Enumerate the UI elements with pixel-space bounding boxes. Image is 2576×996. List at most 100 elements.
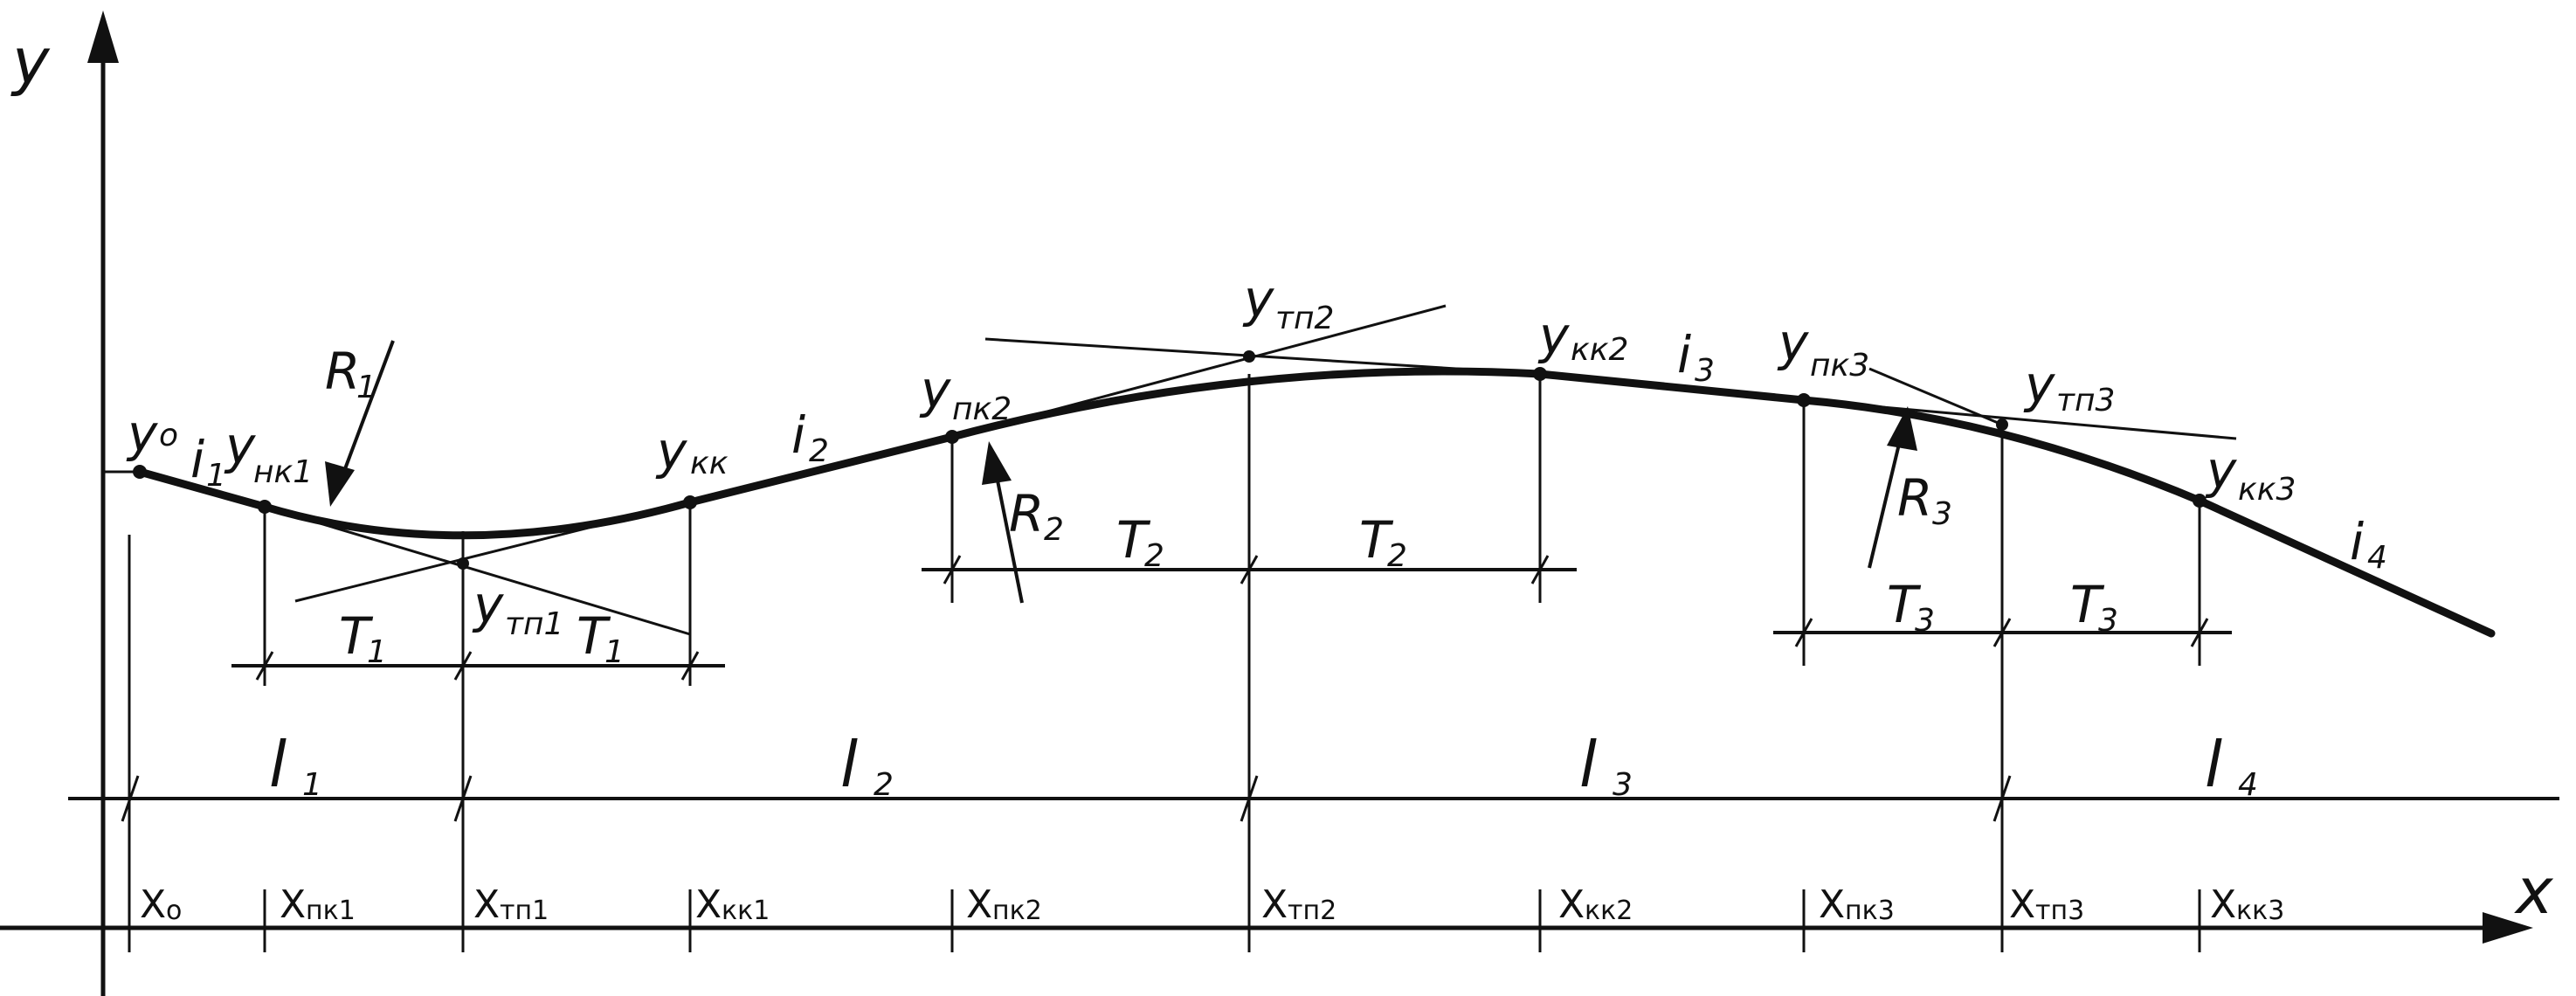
svg-text:X: X xyxy=(2210,882,2236,927)
point-label-ynk2: y пк2 xyxy=(919,360,1012,427)
radius-label-r1: R 1 xyxy=(325,342,376,405)
svg-text:X: X xyxy=(1819,882,1845,927)
vertical-curve-2 xyxy=(948,367,1544,441)
svg-text:кк3: кк3 xyxy=(2236,896,2284,926)
radius-arrow-r3-shaft xyxy=(1868,436,1903,569)
radius-arrow-r2-shaft xyxy=(994,471,1024,604)
grade-profile xyxy=(135,367,2496,638)
svg-text:T: T xyxy=(339,606,374,666)
point-label-ytp3: y тп3 xyxy=(2023,355,2115,418)
svg-text:1: 1 xyxy=(302,767,322,803)
radius-arrow-r1-head xyxy=(325,461,355,507)
svg-text:T: T xyxy=(2070,575,2105,634)
svg-text:пк3: пк3 xyxy=(1845,896,1895,926)
svg-text:4: 4 xyxy=(2367,540,2387,576)
svg-text:i: i xyxy=(791,405,805,465)
svg-text:R: R xyxy=(1009,484,1044,543)
radius-arrows: R 1 R 2 R 3 xyxy=(325,340,1952,604)
point-ykk3 xyxy=(2193,494,2207,508)
x-axis-arrowhead xyxy=(2483,912,2533,944)
x-axis-label: x xyxy=(2514,854,2554,928)
svg-text:y: y xyxy=(472,575,504,634)
tangent-label-t2-b: T 2 xyxy=(1359,510,1407,574)
point-ykk2 xyxy=(1533,367,1547,381)
grade-line-i3 xyxy=(1536,370,1808,405)
station-label-xkk1: X кк1 xyxy=(695,882,770,927)
svg-text:X: X xyxy=(2009,882,2035,927)
radius-label-r3: R 3 xyxy=(1897,468,1952,532)
point-ytp3 xyxy=(1996,418,2008,431)
point-ytp1 xyxy=(457,557,469,570)
tangent-dim-3-tick-c xyxy=(2190,618,2209,647)
svg-text:1: 1 xyxy=(356,370,376,405)
svg-text:1: 1 xyxy=(604,634,625,670)
point-label-ynk3: y пк3 xyxy=(1777,313,1869,384)
point-ytp2 xyxy=(1243,350,1255,363)
svg-text:i: i xyxy=(2350,512,2364,571)
x-station-labels: X o X пк1 X тп1 X кк1 X пк2 X тп2 X кк2 … xyxy=(140,882,2284,927)
svg-text:y: y xyxy=(1242,269,1274,329)
tangent-i4-extension-back xyxy=(1868,367,2003,426)
slope-label-i4: i 4 xyxy=(2350,512,2387,576)
svg-text:R: R xyxy=(325,342,360,401)
point-label-y0: y o xyxy=(126,404,178,463)
svg-text:y: y xyxy=(1777,313,1809,372)
svg-text:X: X xyxy=(140,882,166,927)
svg-text:l: l xyxy=(840,728,858,801)
slope-labels: i 1 i 2 i 3 i 4 xyxy=(190,325,2387,576)
svg-text:l: l xyxy=(269,728,287,801)
svg-text:l: l xyxy=(2205,728,2222,801)
svg-text:тп3: тп3 xyxy=(2056,383,2115,418)
svg-text:пк1: пк1 xyxy=(306,896,356,926)
y-axis-arrowhead xyxy=(87,10,119,63)
station-label-xtp3: X тп3 xyxy=(2009,882,2084,927)
axes: y x xyxy=(0,10,2554,996)
point-ynk3 xyxy=(1797,393,1811,407)
svg-text:3: 3 xyxy=(1932,496,1952,532)
vertical-curve-1 xyxy=(260,498,694,540)
station-lines xyxy=(103,374,2201,952)
slope-label-i3: i 3 xyxy=(1677,325,1715,389)
point-y0 xyxy=(133,465,147,479)
svg-text:i: i xyxy=(1677,325,1691,384)
point-ynk2 xyxy=(945,430,959,444)
svg-text:X: X xyxy=(966,882,992,927)
svg-text:X: X xyxy=(473,882,500,927)
tangent-dim-1-tick-b xyxy=(453,651,473,681)
point-label-ykk2: y кк2 xyxy=(1537,306,1628,368)
svg-text:пк3: пк3 xyxy=(1810,348,1869,384)
point-ynk1 xyxy=(258,500,272,514)
svg-text:o: o xyxy=(159,418,178,453)
station-label-xtp2: X тп2 xyxy=(1261,882,1336,927)
y-axis-label: y xyxy=(10,24,51,98)
radius-arrow-r3-head xyxy=(1887,406,1917,451)
point-label-ykk3: y кк3 xyxy=(2205,440,2296,508)
point-label-ytp2: y тп2 xyxy=(1242,269,1334,336)
svg-text:X: X xyxy=(1261,882,1288,927)
svg-text:i: i xyxy=(190,430,204,489)
tangent-dim-3-tick-a xyxy=(1794,618,1813,647)
svg-text:тп2: тп2 xyxy=(1275,301,1334,336)
length-l2: l 2 xyxy=(840,728,894,803)
svg-text:2: 2 xyxy=(874,767,894,803)
station-label-xnk1: X пк1 xyxy=(280,882,356,927)
station-label-xnk3: X пк3 xyxy=(1819,882,1895,927)
tangent-dim-2-tick-b xyxy=(1240,555,1259,584)
point-ykk xyxy=(683,495,697,509)
station-label-xkk3: X кк3 xyxy=(2210,882,2284,927)
tangent-i1-extension xyxy=(264,505,691,636)
svg-text:y: y xyxy=(224,416,256,475)
svg-text:1: 1 xyxy=(367,634,387,670)
svg-text:T: T xyxy=(1359,510,1394,570)
svg-text:2: 2 xyxy=(1387,538,1407,574)
profile-point-labels: y o y нк1 y кк y тп1 y пк2 y тп2 y кк2 y xyxy=(126,269,2296,642)
tangent-label-t3-a: T 3 xyxy=(1887,575,1935,639)
tangent-dim-1-tick-c xyxy=(680,651,700,681)
svg-text:1: 1 xyxy=(206,458,226,494)
svg-text:кк3: кк3 xyxy=(2238,472,2296,508)
length-l4: l 4 xyxy=(2205,728,2258,803)
svg-text:пк2: пк2 xyxy=(992,896,1042,926)
svg-text:4: 4 xyxy=(2238,767,2258,803)
svg-text:2: 2 xyxy=(1144,538,1164,574)
profile-point-markers xyxy=(133,350,2207,570)
